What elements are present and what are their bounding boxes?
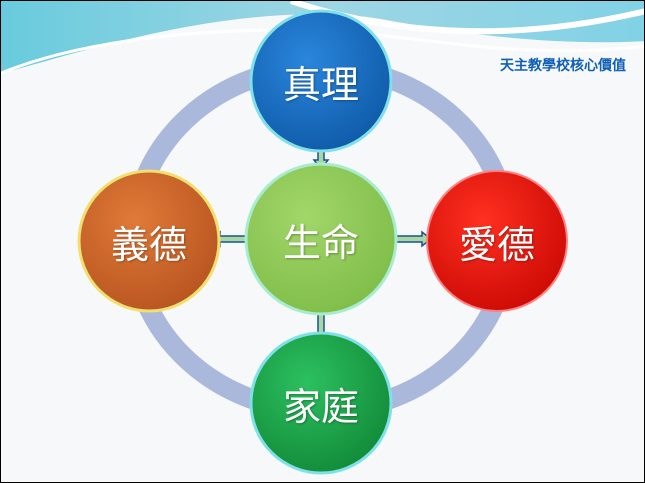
node-family: 家庭: [282, 384, 359, 429]
node-life-center: 生命: [282, 220, 359, 265]
slide-title: 天主教學校核心價值: [500, 58, 626, 74]
header-wave: [1, 1, 644, 73]
node-righteousness: 義德: [110, 222, 187, 267]
node-charity: 愛德: [458, 222, 535, 267]
node-truth: 真理: [282, 62, 359, 107]
